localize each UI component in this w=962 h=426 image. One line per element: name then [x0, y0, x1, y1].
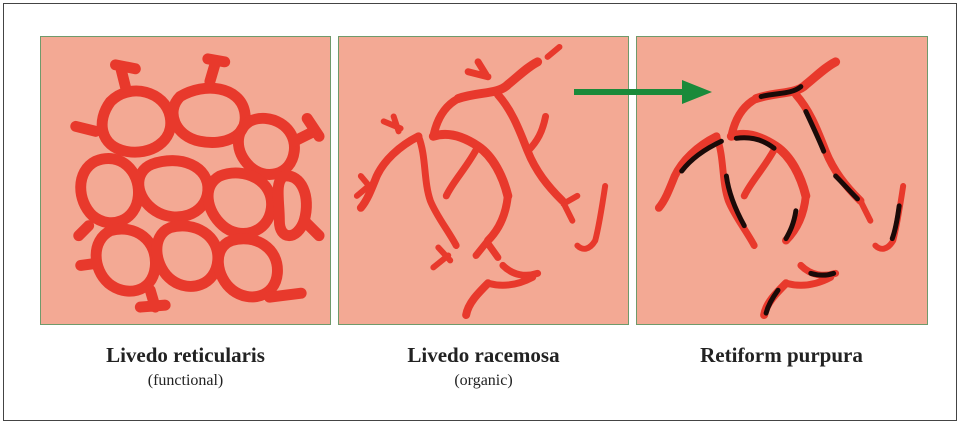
reticular-net-pattern	[41, 37, 330, 324]
caption-livedo-reticularis: Livedo reticularis (functional)	[40, 343, 331, 390]
panel-livedo-reticularis	[40, 36, 331, 325]
caption-title: Retiform purpura	[636, 343, 927, 368]
caption-subtitle: (functional)	[40, 372, 331, 390]
caption-title: Livedo racemosa	[338, 343, 629, 368]
caption-retiform-purpura: Retiform purpura	[636, 343, 927, 368]
caption-livedo-racemosa: Livedo racemosa (organic)	[338, 343, 629, 390]
right-arrow-icon	[574, 78, 712, 106]
caption-subtitle: (organic)	[338, 372, 629, 390]
caption-title: Livedo reticularis	[40, 343, 331, 368]
